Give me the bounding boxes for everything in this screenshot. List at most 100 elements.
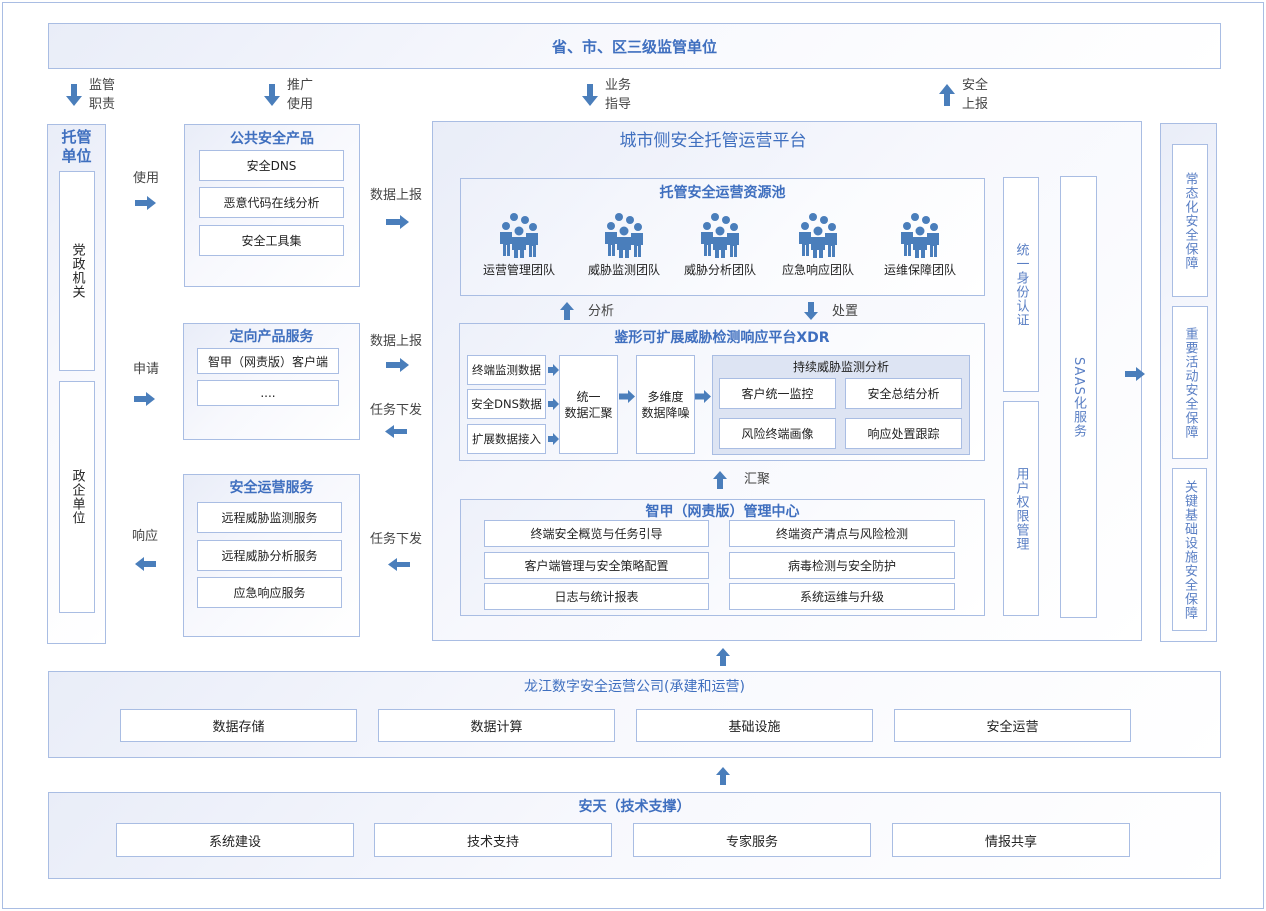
arrow-right-icon xyxy=(135,196,156,210)
arrow-left-icon xyxy=(385,425,407,438)
supervisory-units-banner: 省、市、区三级监管单位 xyxy=(48,23,1221,69)
ops-services-panel: 安全运营服务 远程威胁监测服务 远程威胁分析服务 应急响应服务 xyxy=(183,474,360,637)
arrow-up-gather xyxy=(713,471,727,489)
support-system-build: 系统建设 xyxy=(116,823,354,857)
product-secure-dns: 安全DNS xyxy=(199,150,344,181)
saas-service: SAAS化服务 xyxy=(1060,176,1097,618)
xdr-input-endpoint: 终端监测数据 xyxy=(467,355,546,385)
outcomes-panel: 常态化安全保障 重要活动安全保障 关键基础设施安全保障 xyxy=(1160,123,1217,642)
operator-title: 龙江数字安全运营公司(承建和运营) xyxy=(524,679,745,695)
team-emergency-response: 应急响应团队 xyxy=(773,212,863,278)
label-data-report-2: 数据上报 xyxy=(370,334,423,349)
arrow-up-analyze xyxy=(560,302,574,320)
analysis-security-summary: 安全总结分析 xyxy=(845,378,962,409)
analysis-risk-profile: 风险终端画像 xyxy=(719,418,836,449)
arrow-right-icon xyxy=(386,358,409,372)
arrow-right-denoise xyxy=(695,390,711,403)
team-threat-monitoring: 威胁监测团队 xyxy=(579,212,669,278)
unified-identity-auth: 统一身份认证 xyxy=(1003,177,1039,392)
arrow-right-use xyxy=(135,196,156,210)
label-task-dispatch-2: 任务下发 xyxy=(370,532,423,547)
label-data-report-1: 数据上报 xyxy=(370,188,423,203)
arrow-down-dispose xyxy=(804,302,818,320)
arrow-up-icon xyxy=(713,471,727,489)
hosted-units-title: 托管单位 xyxy=(61,128,92,165)
arrow-left-task-dispatch-1 xyxy=(385,425,407,438)
resource-pool-title: 托管安全运营资源池 xyxy=(659,185,786,201)
xdr-input-extended: 扩展数据接入 xyxy=(467,424,546,454)
arrow-up-icon xyxy=(716,767,730,785)
operator-security-ops: 安全运营 xyxy=(894,709,1131,742)
label-use: 使用 xyxy=(133,171,160,186)
arrow-up-operator xyxy=(716,648,730,666)
arrow-up-icon xyxy=(560,302,574,320)
arrow-up-support xyxy=(716,767,730,785)
mgmt-asset-inventory: 终端资产清点与风险检测 xyxy=(729,520,955,547)
team-label: 运营管理团队 xyxy=(482,263,555,277)
label-guidance: 业务指导 xyxy=(605,78,632,112)
arrow-right-aggregate xyxy=(619,390,635,403)
outcome-routine-security: 常态化安全保障 xyxy=(1172,144,1208,297)
label-gather: 汇聚 xyxy=(744,472,771,487)
arrow-up-icon xyxy=(716,648,730,666)
support-technical: 技术支持 xyxy=(374,823,612,857)
arrow-right-icon xyxy=(695,390,711,403)
arrow-right-icon xyxy=(548,398,559,410)
team-people-icon xyxy=(773,212,863,258)
hosted-unit-party-gov: 党政机关 xyxy=(59,171,95,371)
xdr-data-aggregation: 统一数据汇聚 xyxy=(559,355,618,454)
public-products-title: 公共安全产品 xyxy=(230,131,314,147)
team-maintenance: 运维保障团队 xyxy=(875,212,965,278)
team-people-icon xyxy=(474,212,564,258)
label-analyze: 分析 xyxy=(588,304,615,319)
mgmt-client-policy: 客户端管理与安全策略配置 xyxy=(484,552,709,579)
product-malware-analysis: 恶意代码在线分析 xyxy=(199,187,344,218)
xdr-title: 鉴形可扩展威胁检测响应平台XDR xyxy=(614,330,830,346)
arrow-right-icon xyxy=(386,215,409,229)
city-platform-title: 城市侧安全托管运营平台 xyxy=(619,131,807,151)
arrow-left-icon xyxy=(388,558,410,571)
arrow-down-supervision xyxy=(66,84,82,106)
arrow-right-icon xyxy=(134,392,155,406)
arrow-right-input-2 xyxy=(548,398,559,410)
arrow-right-data-report-1 xyxy=(386,215,409,229)
label-task-dispatch-1: 任务下发 xyxy=(370,403,423,418)
targeted-services-title: 定向产品服务 xyxy=(229,329,314,345)
label-respond: 响应 xyxy=(132,529,159,544)
team-label: 威胁监测团队 xyxy=(587,263,660,277)
mgmt-system-maintenance: 系统运维与升级 xyxy=(729,583,955,610)
ops-services-title: 安全运营服务 xyxy=(229,480,314,496)
arrow-down-icon xyxy=(66,84,82,106)
support-title: 安天（技术支撑） xyxy=(578,799,691,815)
xdr-data-denoise: 多维度数据降噪 xyxy=(636,355,695,454)
label-promote: 推广使用 xyxy=(287,78,314,112)
arrow-down-icon xyxy=(582,84,598,106)
arrow-right-icon xyxy=(548,433,559,445)
support-expert-service: 专家服务 xyxy=(633,823,871,857)
team-label: 运维保障团队 xyxy=(883,263,956,277)
team-ops-mgmt: 运营管理团队 xyxy=(474,212,564,278)
mgmt-endpoint-overview: 终端安全概览与任务引导 xyxy=(484,520,709,547)
arrow-left-respond xyxy=(135,557,156,571)
arrow-down-promote xyxy=(264,84,280,106)
mgmt-logs-reports: 日志与统计报表 xyxy=(484,583,709,610)
label-apply: 申请 xyxy=(133,362,160,377)
hosted-units-panel: 托管单位 党政机关 政企单位 xyxy=(47,124,106,644)
targeted-services-panel: 定向产品服务 智甲（网责版）客户端 .... xyxy=(183,323,360,440)
xdr-analysis-panel: 持续威胁监测分析 客户统一监控 安全总结分析 风险终端画像 响应处置跟踪 xyxy=(712,355,970,455)
outcome-major-event-security: 重要活动安全保障 xyxy=(1172,306,1208,459)
arrow-up-icon xyxy=(939,84,955,106)
support-intel-sharing: 情报共享 xyxy=(892,823,1130,857)
arrow-left-task-dispatch-2 xyxy=(388,558,410,571)
analysis-customer-monitor: 客户统一监控 xyxy=(719,378,836,409)
label-security-report: 安全上报 xyxy=(962,78,989,112)
service-remote-analysis: 远程威胁分析服务 xyxy=(197,540,342,571)
arrow-left-icon xyxy=(135,557,156,571)
arrow-down-guidance xyxy=(582,84,598,106)
arrow-down-icon xyxy=(804,302,818,320)
team-people-icon xyxy=(875,212,965,258)
label-dispose: 处置 xyxy=(832,304,859,319)
arrow-down-icon xyxy=(264,84,280,106)
user-permission-mgmt: 用户权限管理 xyxy=(1003,401,1039,616)
arrow-right-outcomes xyxy=(1125,367,1145,381)
